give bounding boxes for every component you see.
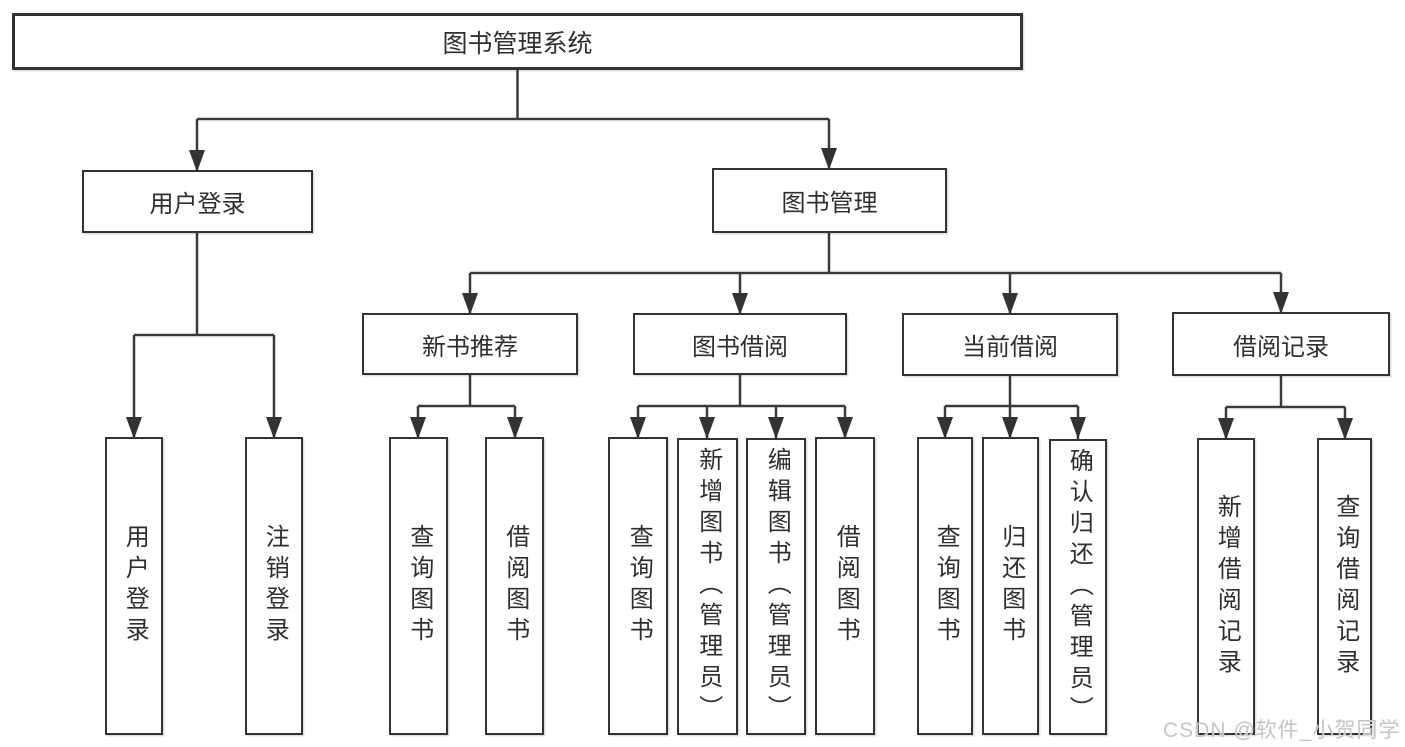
node-new-book-recommend: 新书推荐 (362, 313, 578, 375)
node-label: 图书管理系统 (442, 29, 593, 58)
node-label: 新增借阅记录 (1213, 493, 1241, 680)
node-current-borrowing: 当前借阅 (902, 313, 1118, 376)
leaf-borrow-books-2: 借阅图书 (815, 437, 875, 735)
node-user-login: 用户登录 (82, 170, 313, 233)
node-root-system: 图书管理系统 (12, 13, 1023, 70)
leaf-confirm-return-admin: 确认归还（管理员） (1049, 439, 1107, 735)
node-label: 注销登录 (261, 524, 289, 648)
leaf-add-book-admin: 新增图书（管理员） (677, 438, 738, 735)
node-label: 新书推荐 (422, 333, 518, 361)
node-book-management: 图书管理 (712, 168, 947, 233)
leaf-logout: 注销登录 (245, 437, 303, 735)
node-label: 编辑图书（管理员） (763, 447, 791, 726)
node-label: 确认归还（管理员） (1065, 447, 1093, 727)
leaf-add-borrow-record: 新增借阅记录 (1197, 438, 1255, 735)
node-label: 借阅图书 (501, 524, 529, 648)
node-borrowing-records: 借阅记录 (1172, 312, 1390, 376)
arrowheads (126, 148, 1353, 440)
leaf-query-books-2: 查询图书 (608, 437, 668, 735)
node-book-borrowing: 图书借阅 (633, 313, 847, 375)
node-label: 查询图书 (405, 524, 433, 648)
node-label: 新增图书（管理员） (694, 447, 722, 726)
leaf-borrow-books-1: 借阅图书 (485, 437, 544, 735)
leaf-query-books-1: 查询图书 (389, 437, 448, 735)
csdn-watermark: CSDN @软件_小贺同学 (1163, 719, 1401, 742)
node-label: 借阅图书 (832, 524, 860, 648)
node-label: 图书借阅 (692, 333, 788, 361)
node-label: 查询借阅记录 (1331, 493, 1359, 680)
node-label: 用户登录 (121, 524, 149, 648)
leaf-query-borrow-record: 查询借阅记录 (1317, 438, 1372, 735)
leaf-query-books-3: 查询图书 (917, 437, 973, 735)
node-label: 图书管理 (781, 190, 878, 217)
node-label: 查询图书 (625, 524, 653, 648)
node-label: 用户登录 (149, 191, 246, 218)
leaf-user-login: 用户登录 (105, 437, 163, 735)
node-label: 查询图书 (932, 524, 960, 648)
node-label: 归还图书 (997, 524, 1025, 648)
node-label: 当前借阅 (962, 334, 1058, 361)
leaf-return-books: 归还图书 (982, 437, 1039, 735)
node-label: 借阅记录 (1233, 333, 1329, 361)
leaf-edit-book-admin: 编辑图书（管理员） (746, 438, 806, 735)
